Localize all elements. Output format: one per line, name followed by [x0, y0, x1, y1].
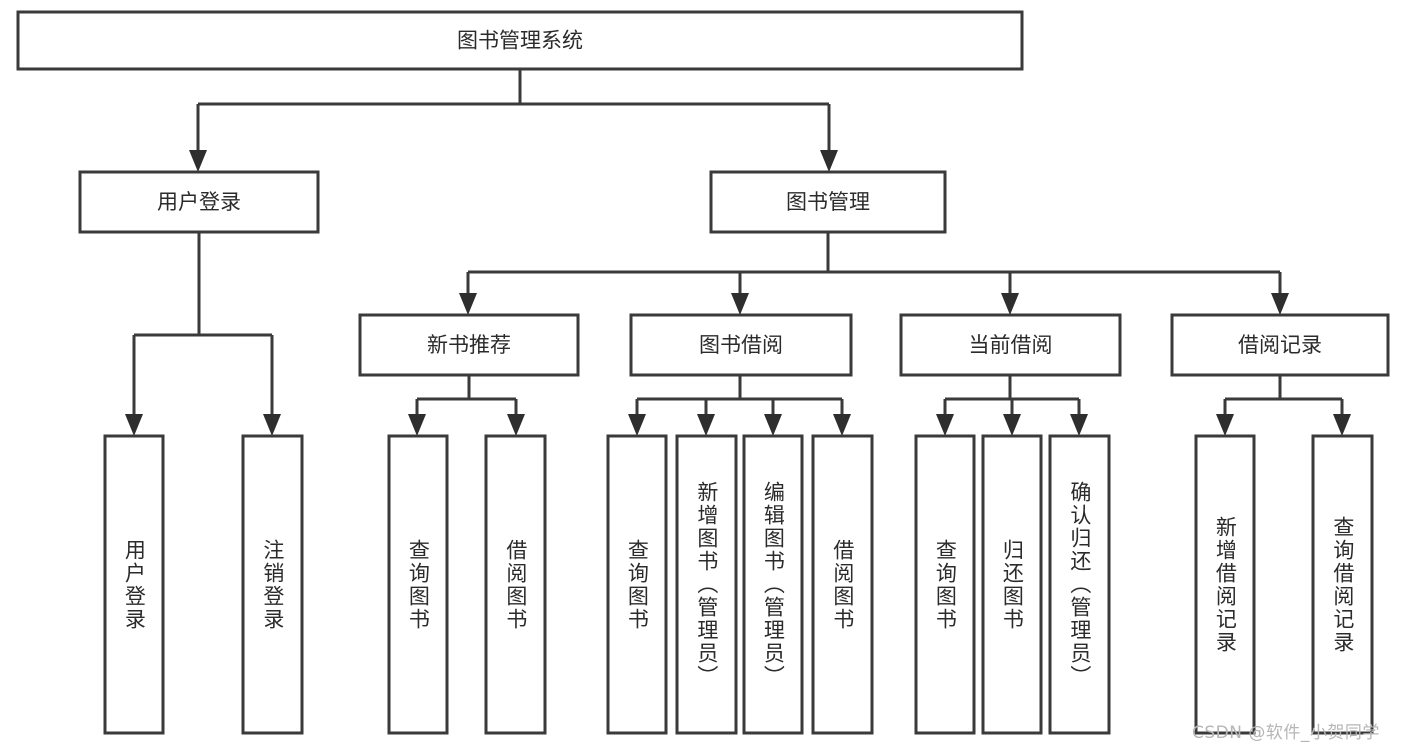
node-box-current-borrow[interactable]: [899, 313, 1122, 377]
csdn-watermark: CSDN @软件_小贺同学: [1192, 723, 1380, 743]
node-box-leaf-query-book-borrow[interactable]: [606, 434, 668, 735]
arrow-head-icon: [1333, 414, 1351, 436]
node-box-leaf-edit-book-admin[interactable]: [742, 434, 804, 735]
node-box-borrow-record[interactable]: [1170, 313, 1390, 377]
arrow-head-icon: [764, 414, 782, 436]
arrow-head-icon: [1001, 293, 1019, 315]
arrow-head-icon: [936, 414, 954, 436]
arrow-head-icon: [731, 293, 749, 315]
node-box-root[interactable]: [16, 10, 1024, 71]
arrow-head-icon: [1216, 414, 1234, 436]
arrow-head-icon: [1003, 414, 1021, 436]
arrow-head-icon: [1271, 293, 1289, 315]
node-box-user-login[interactable]: [78, 170, 320, 234]
node-box-leaf-query-book-current[interactable]: [914, 434, 976, 735]
node-label-current-borrow: 当前借阅: [969, 333, 1053, 357]
node-label-user-login: 用户登录: [157, 190, 241, 214]
arrow-head-icon: [697, 414, 715, 436]
arrow-head-icon: [263, 414, 281, 436]
node-boxes-group: [16, 10, 1390, 735]
node-box-leaf-add-book-admin[interactable]: [675, 434, 738, 735]
arrow-heads-group: [125, 150, 1351, 436]
connector-lines-group: [132, 69, 1344, 414]
node-label-book-management: 图书管理: [786, 190, 870, 214]
node-box-leaf-query-book-recommend[interactable]: [387, 434, 449, 735]
arrow-head-icon: [833, 414, 851, 436]
node-box-leaf-borrow-book[interactable]: [811, 434, 874, 735]
node-box-leaf-query-borrow-record[interactable]: [1311, 434, 1374, 735]
arrow-head-icon: [408, 414, 426, 436]
arrow-head-icon: [820, 150, 838, 172]
node-box-book-management[interactable]: [709, 170, 947, 234]
node-label-book-borrow: 图书借阅: [699, 333, 783, 357]
arrow-head-icon: [125, 414, 143, 436]
node-box-leaf-return-book[interactable]: [981, 434, 1043, 735]
node-label-root: 图书管理系统: [457, 29, 583, 53]
node-box-leaf-add-borrow-record[interactable]: [1194, 434, 1256, 735]
node-box-new-book-recommend[interactable]: [358, 313, 580, 377]
arrow-head-icon: [459, 293, 477, 315]
node-box-leaf-confirm-return-admin[interactable]: [1048, 434, 1111, 735]
node-box-leaf-logout[interactable]: [241, 434, 304, 735]
node-label-new-book-recommend: 新书推荐: [427, 333, 511, 357]
arrow-head-icon: [189, 150, 207, 172]
arrow-head-icon: [1070, 414, 1088, 436]
node-box-book-borrow[interactable]: [629, 313, 853, 377]
arrow-head-icon: [507, 414, 525, 436]
node-label-borrow-record: 借阅记录: [1238, 333, 1322, 357]
arrow-head-icon: [628, 414, 646, 436]
node-box-leaf-user-login[interactable]: [103, 434, 165, 735]
node-box-leaf-borrow-book-recommend[interactable]: [484, 434, 547, 735]
